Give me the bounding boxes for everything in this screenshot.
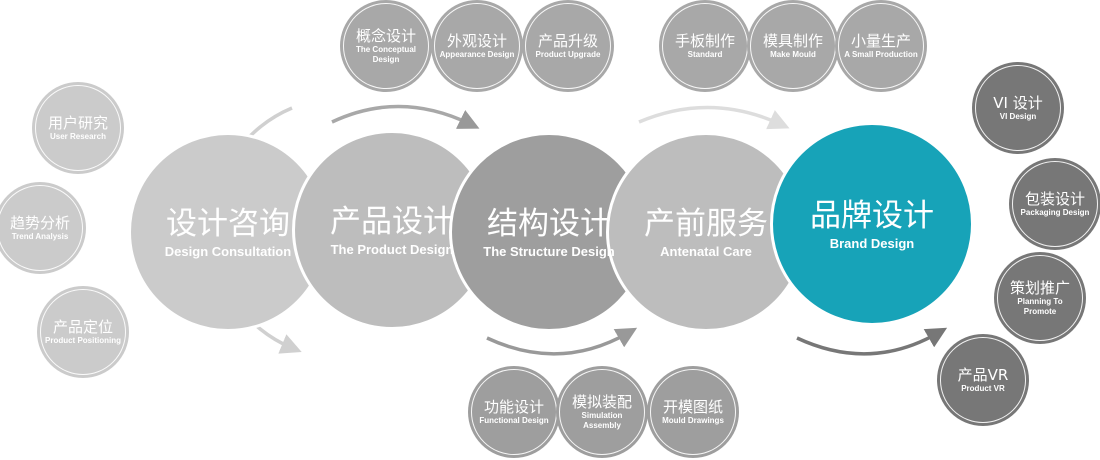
- sub-title-cn: 产品VR: [957, 366, 1009, 384]
- sub-title-cn: 模拟装配: [571, 393, 632, 411]
- sub-title-en: Make Mould: [770, 50, 816, 59]
- sub-title-cn: 产品定位: [52, 318, 113, 336]
- sub-title-en: Packaging Design: [1020, 208, 1090, 217]
- arrow-bottom-2: [796, 327, 948, 356]
- sub-title-en: Standard: [687, 50, 723, 59]
- sub-title-en: A Small Production: [844, 50, 918, 59]
- sub-title-en: Trend Analysis: [11, 232, 69, 241]
- stage-title-en: The Product Design: [330, 241, 454, 257]
- stage-title-en: Antenatal Care: [660, 243, 752, 259]
- sub-title-en: Simulation Assembly: [581, 411, 623, 430]
- sub-title-cn: 趋势分析: [9, 214, 70, 232]
- stage-title-cn: 产品设计: [330, 203, 454, 240]
- sub-title-cn: 策划推广: [1009, 279, 1070, 297]
- stage-title-en: The Structure Design: [483, 243, 615, 259]
- stage-title-cn: 结构设计: [487, 205, 611, 242]
- sub-title-cn: 包装设计: [1024, 190, 1085, 208]
- sub-title-cn: 外观设计: [446, 32, 507, 50]
- sub-title-cn: 概念设计: [355, 27, 416, 45]
- stage-title-cn: 产前服务: [644, 205, 768, 242]
- sub-title-cn: 小量生产: [850, 32, 911, 50]
- stage-title-en: Brand Design: [829, 235, 915, 251]
- sub-title-cn: 开模图纸: [662, 398, 723, 416]
- sub-title-en: Product Positioning: [45, 336, 121, 345]
- sub-title-en: Product Upgrade: [535, 50, 601, 59]
- sub-title-cn: 模具制作: [762, 32, 823, 50]
- sub-title-cn: 手板制作: [674, 32, 735, 50]
- sub-title-en: Product VR: [961, 384, 1005, 393]
- arrow-bottom-1: [486, 327, 638, 356]
- sub-title-en: Functional Design: [479, 416, 549, 425]
- sub-title-cn: 产品升级: [537, 32, 598, 50]
- stage-title-cn: 品牌设计: [810, 197, 934, 234]
- arrow-top-2: [638, 105, 790, 130]
- sub-title-en: VI Design: [999, 112, 1037, 121]
- sub-title-en: Appearance Design: [439, 50, 515, 59]
- stage-title-en: Design Consultation: [164, 243, 292, 259]
- sub-title-cn: 用户研究: [47, 114, 108, 132]
- arrow-top-1: [331, 104, 480, 129]
- sub-title-en: The Conceptual Design: [355, 45, 416, 64]
- sub-title-en: Planning To Promote: [1017, 297, 1063, 316]
- sub-title-cn: 功能设计: [483, 398, 544, 416]
- stage-title-cn: 设计咨询: [166, 205, 290, 242]
- sub-title-en: Mould Drawings: [662, 416, 724, 425]
- sub-title-en: User Research: [49, 132, 107, 141]
- sub-title-cn: VI 设计: [993, 94, 1043, 112]
